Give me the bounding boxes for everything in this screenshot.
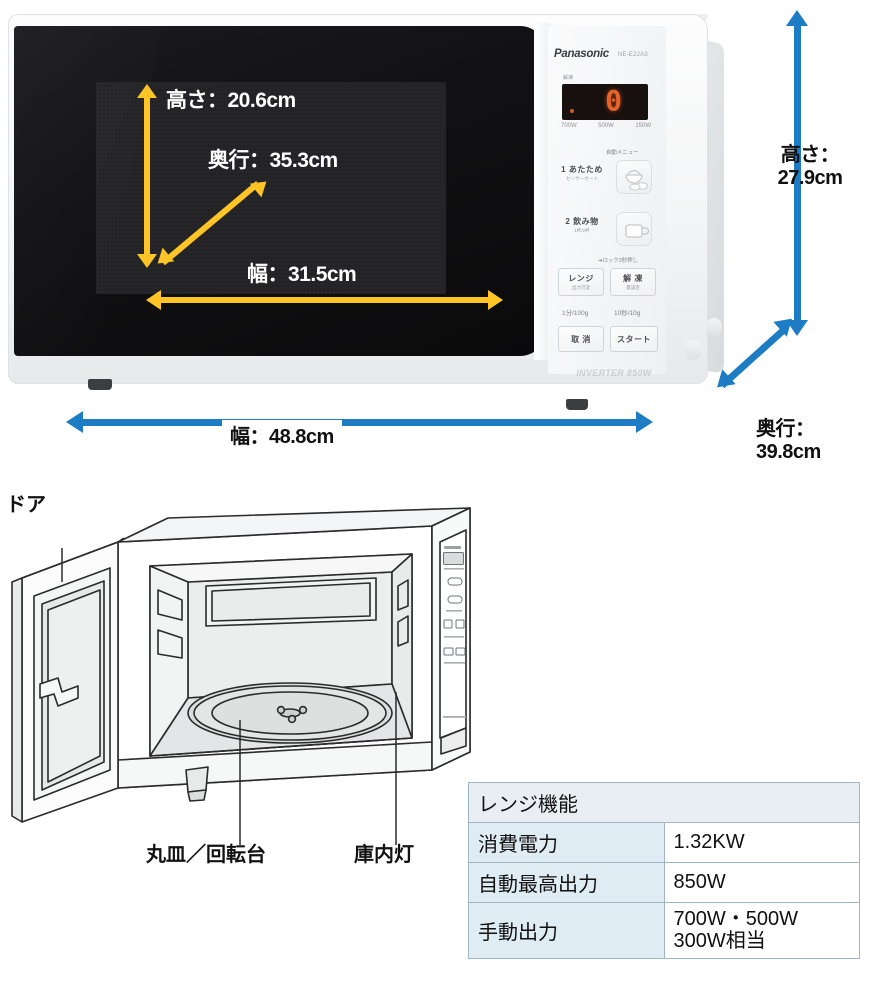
power-level-500w: 500W bbox=[598, 123, 614, 129]
step-label-minute: 1分/100g bbox=[562, 310, 589, 317]
range-function-table: レンジ機能 消費電力 1.32KW 自動最高出力 850W 手動出力 700W・… bbox=[468, 782, 860, 959]
table-key-power-consumption: 消費電力 bbox=[468, 822, 665, 863]
interior-width-arrowhead-right bbox=[488, 290, 503, 310]
button-drink-sublabel: 1杯/2杯 bbox=[574, 228, 590, 233]
power-level-150w: 150W bbox=[635, 123, 651, 129]
value-line-2: 300W相当 bbox=[673, 930, 766, 953]
exterior-width-arrowhead-right bbox=[636, 411, 653, 433]
button-atatame-label: 1 あたため bbox=[561, 165, 603, 174]
interior-width-label: 幅：31.5cm bbox=[247, 263, 357, 286]
exterior-width-arrowhead-left bbox=[66, 411, 83, 433]
interior-height-label: 高さ：20.6cm bbox=[166, 89, 296, 112]
table-key-auto-max-output: 自動最高出力 bbox=[468, 862, 665, 903]
button-start[interactable]: スタート bbox=[610, 326, 658, 352]
side-nub-top bbox=[706, 318, 722, 336]
value-line-1: 1.32KW bbox=[673, 831, 745, 854]
display-defrost-label: 解凍 bbox=[563, 75, 574, 81]
button-drink[interactable]: 2 飲み物 1杯/2杯 bbox=[552, 216, 612, 234]
exterior-width-arrow-line bbox=[82, 419, 638, 426]
table-row: 手動出力 700W・500W 300W相当 bbox=[468, 902, 860, 959]
microwave-cutaway-drawing bbox=[11, 507, 471, 845]
button-defrost-sublabel: 量設定 bbox=[626, 285, 640, 290]
lcd-digit: 0 bbox=[605, 84, 622, 117]
lock-arrow-icon: ➔ bbox=[598, 258, 603, 264]
table-value-power-consumption: 1.32KW bbox=[663, 822, 860, 863]
door-mesh-screen bbox=[96, 82, 446, 294]
lock-note-label: ➔ロック3秒押し bbox=[598, 258, 638, 264]
table-value-auto-max-output: 850W bbox=[663, 862, 860, 903]
spec-table-container: レンジ機能 消費電力 1.32KW 自動最高出力 850W 手動出力 700W・… bbox=[468, 782, 860, 959]
button-defrost-label: 解 凍 bbox=[623, 274, 643, 283]
auto-menu-label: 自動メニュー bbox=[606, 150, 639, 156]
power-level-labels: 700W 500W 150W bbox=[561, 123, 651, 129]
label-oven-lamp: 庫内灯 bbox=[354, 844, 414, 866]
table-row: 自動最高出力 850W bbox=[468, 862, 860, 903]
exterior-height-arrowhead-down bbox=[786, 320, 808, 336]
control-panel: Panasonic NE-E22A3 解凍 0 700W 500W 150W 自… bbox=[548, 26, 666, 374]
foot-center bbox=[566, 399, 588, 410]
exterior-depth-label-text: 奥行： bbox=[756, 418, 815, 440]
inverter-badge: INVERTER 850W bbox=[576, 368, 652, 378]
interior-height-arrow-line bbox=[144, 96, 150, 258]
label-turntable: 丸皿／回転台 bbox=[146, 844, 266, 866]
microwave-door-glass bbox=[14, 26, 546, 356]
button-range-label: レンジ bbox=[568, 274, 594, 283]
exterior-height-label-text: 高さ： bbox=[780, 144, 840, 166]
exterior-height-arrow-line bbox=[794, 24, 801, 324]
foot-left bbox=[88, 379, 112, 390]
button-defrost[interactable]: 解 凍 量設定 bbox=[610, 268, 656, 296]
button-cancel-label: 取 消 bbox=[571, 334, 591, 344]
value-line-1: 700W・500W bbox=[673, 908, 799, 930]
lcd-display: 0 bbox=[562, 84, 648, 120]
cutaway-diagram-panel: ドア 丸皿／回転台 庫内灯 bbox=[0, 470, 869, 1000]
button-atatame[interactable]: 1 あたため センサーオート bbox=[552, 164, 612, 182]
exterior-height-arrowhead-up bbox=[786, 10, 808, 26]
table-row: 消費電力 1.32KW bbox=[468, 822, 860, 863]
lcd-indicator-dot bbox=[570, 109, 574, 113]
product-photo-panel: Panasonic NE-E22A3 解凍 0 700W 500W 150W 自… bbox=[0, 0, 869, 470]
auto-menu-cup-button[interactable] bbox=[616, 212, 652, 246]
table-key-manual-output: 手動出力 bbox=[468, 902, 665, 959]
exterior-depth-label-value: 39.8cm bbox=[756, 441, 821, 463]
interior-height-arrowhead-up bbox=[137, 84, 157, 98]
rice-bowl-icon bbox=[625, 170, 648, 191]
power-level-700w: 700W bbox=[561, 123, 577, 129]
exterior-depth-label: 奥行： 39.8cm bbox=[756, 412, 821, 464]
table-title: レンジ機能 bbox=[468, 782, 860, 823]
button-range-sublabel: 出力可変 bbox=[571, 285, 591, 290]
panasonic-logo: Panasonic bbox=[554, 48, 609, 60]
auto-menu-bowl-button[interactable] bbox=[616, 160, 652, 194]
interior-height-arrowhead-down bbox=[137, 254, 157, 268]
table-value-manual-output: 700W・500W 300W相当 bbox=[663, 902, 860, 959]
button-range[interactable]: レンジ 出力可変 bbox=[558, 268, 604, 296]
exterior-height-label: 高さ： 27.9cm bbox=[758, 138, 862, 190]
button-cancel[interactable]: 取 消 bbox=[558, 326, 604, 352]
exterior-width-label: 幅：48.8cm bbox=[222, 420, 342, 449]
button-atatame-sublabel: センサーオート bbox=[565, 176, 599, 181]
step-label-second: 10秒/10g bbox=[614, 310, 641, 317]
value-line-1: 850W bbox=[673, 871, 726, 894]
interior-width-arrowhead-left bbox=[146, 290, 161, 310]
table-row-header: レンジ機能 bbox=[468, 782, 860, 823]
interior-width-arrow-line bbox=[160, 297, 490, 303]
interior-depth-label: 奥行：35.3cm bbox=[208, 149, 338, 172]
button-drink-label: 2 飲み物 bbox=[565, 217, 599, 226]
button-start-label: スタート bbox=[617, 334, 651, 344]
model-number: NE-E22A3 bbox=[618, 52, 648, 58]
side-nub-bottom bbox=[684, 340, 702, 360]
label-door: ドア bbox=[6, 494, 46, 516]
coffee-cup-icon bbox=[625, 224, 649, 238]
exterior-height-label-value: 27.9cm bbox=[777, 167, 843, 189]
